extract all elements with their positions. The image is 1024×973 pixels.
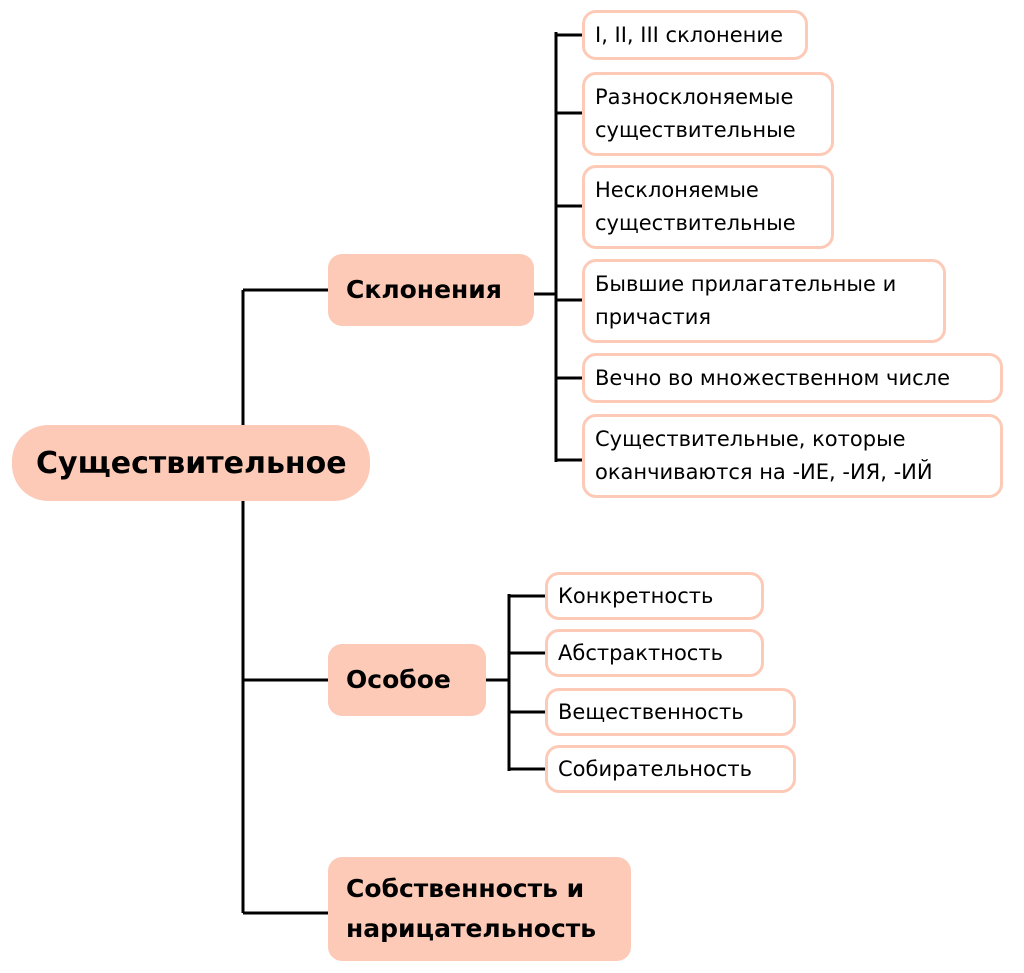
leaf-node: Несклоняемые существительные (582, 165, 834, 249)
leaf-label: Существительные, которые оканчиваются на… (595, 427, 933, 484)
category-label: Особое (346, 665, 451, 694)
leaf-label: Конкретность (558, 583, 714, 608)
leaf-node: Собирательность (545, 745, 796, 793)
leaf-node: Разносклоняемые существительные (582, 72, 834, 156)
category-node-osoboe: Особое (328, 644, 486, 716)
leaf-label: I, II, III склонение (595, 22, 783, 47)
leaf-label: Вечно во множественном числе (595, 365, 950, 390)
leaf-node: I, II, III склонение (582, 10, 808, 60)
leaf-node: Вещественность (545, 688, 796, 736)
leaf-label: Несклоняемые существительные (595, 178, 796, 235)
leaf-label: Собирательность (558, 756, 752, 781)
leaf-node: Существительные, которые оканчиваются на… (582, 414, 1003, 498)
leaf-node: Конкретность (545, 572, 764, 620)
leaf-label: Абстрактность (558, 640, 723, 665)
leaf-label: Разносклоняемые существительные (595, 85, 796, 142)
category-node-sobstvennost: Собственность и нарицательность (328, 857, 631, 961)
root-label: Существительное (36, 445, 347, 481)
root-node: Существительное (12, 425, 370, 501)
leaf-node: Абстрактность (545, 629, 764, 677)
category-node-sklonenia: Склонения (328, 254, 534, 326)
category-label: Склонения (346, 275, 502, 304)
leaf-node: Вечно во множественном числе (582, 353, 1003, 403)
leaf-node: Бывшие прилагательные и причастия (582, 259, 946, 343)
leaf-label: Бывшие прилагательные и причастия (595, 272, 897, 329)
leaf-label: Вещественность (558, 699, 744, 724)
category-label: Собственность и нарицательность (346, 874, 597, 943)
